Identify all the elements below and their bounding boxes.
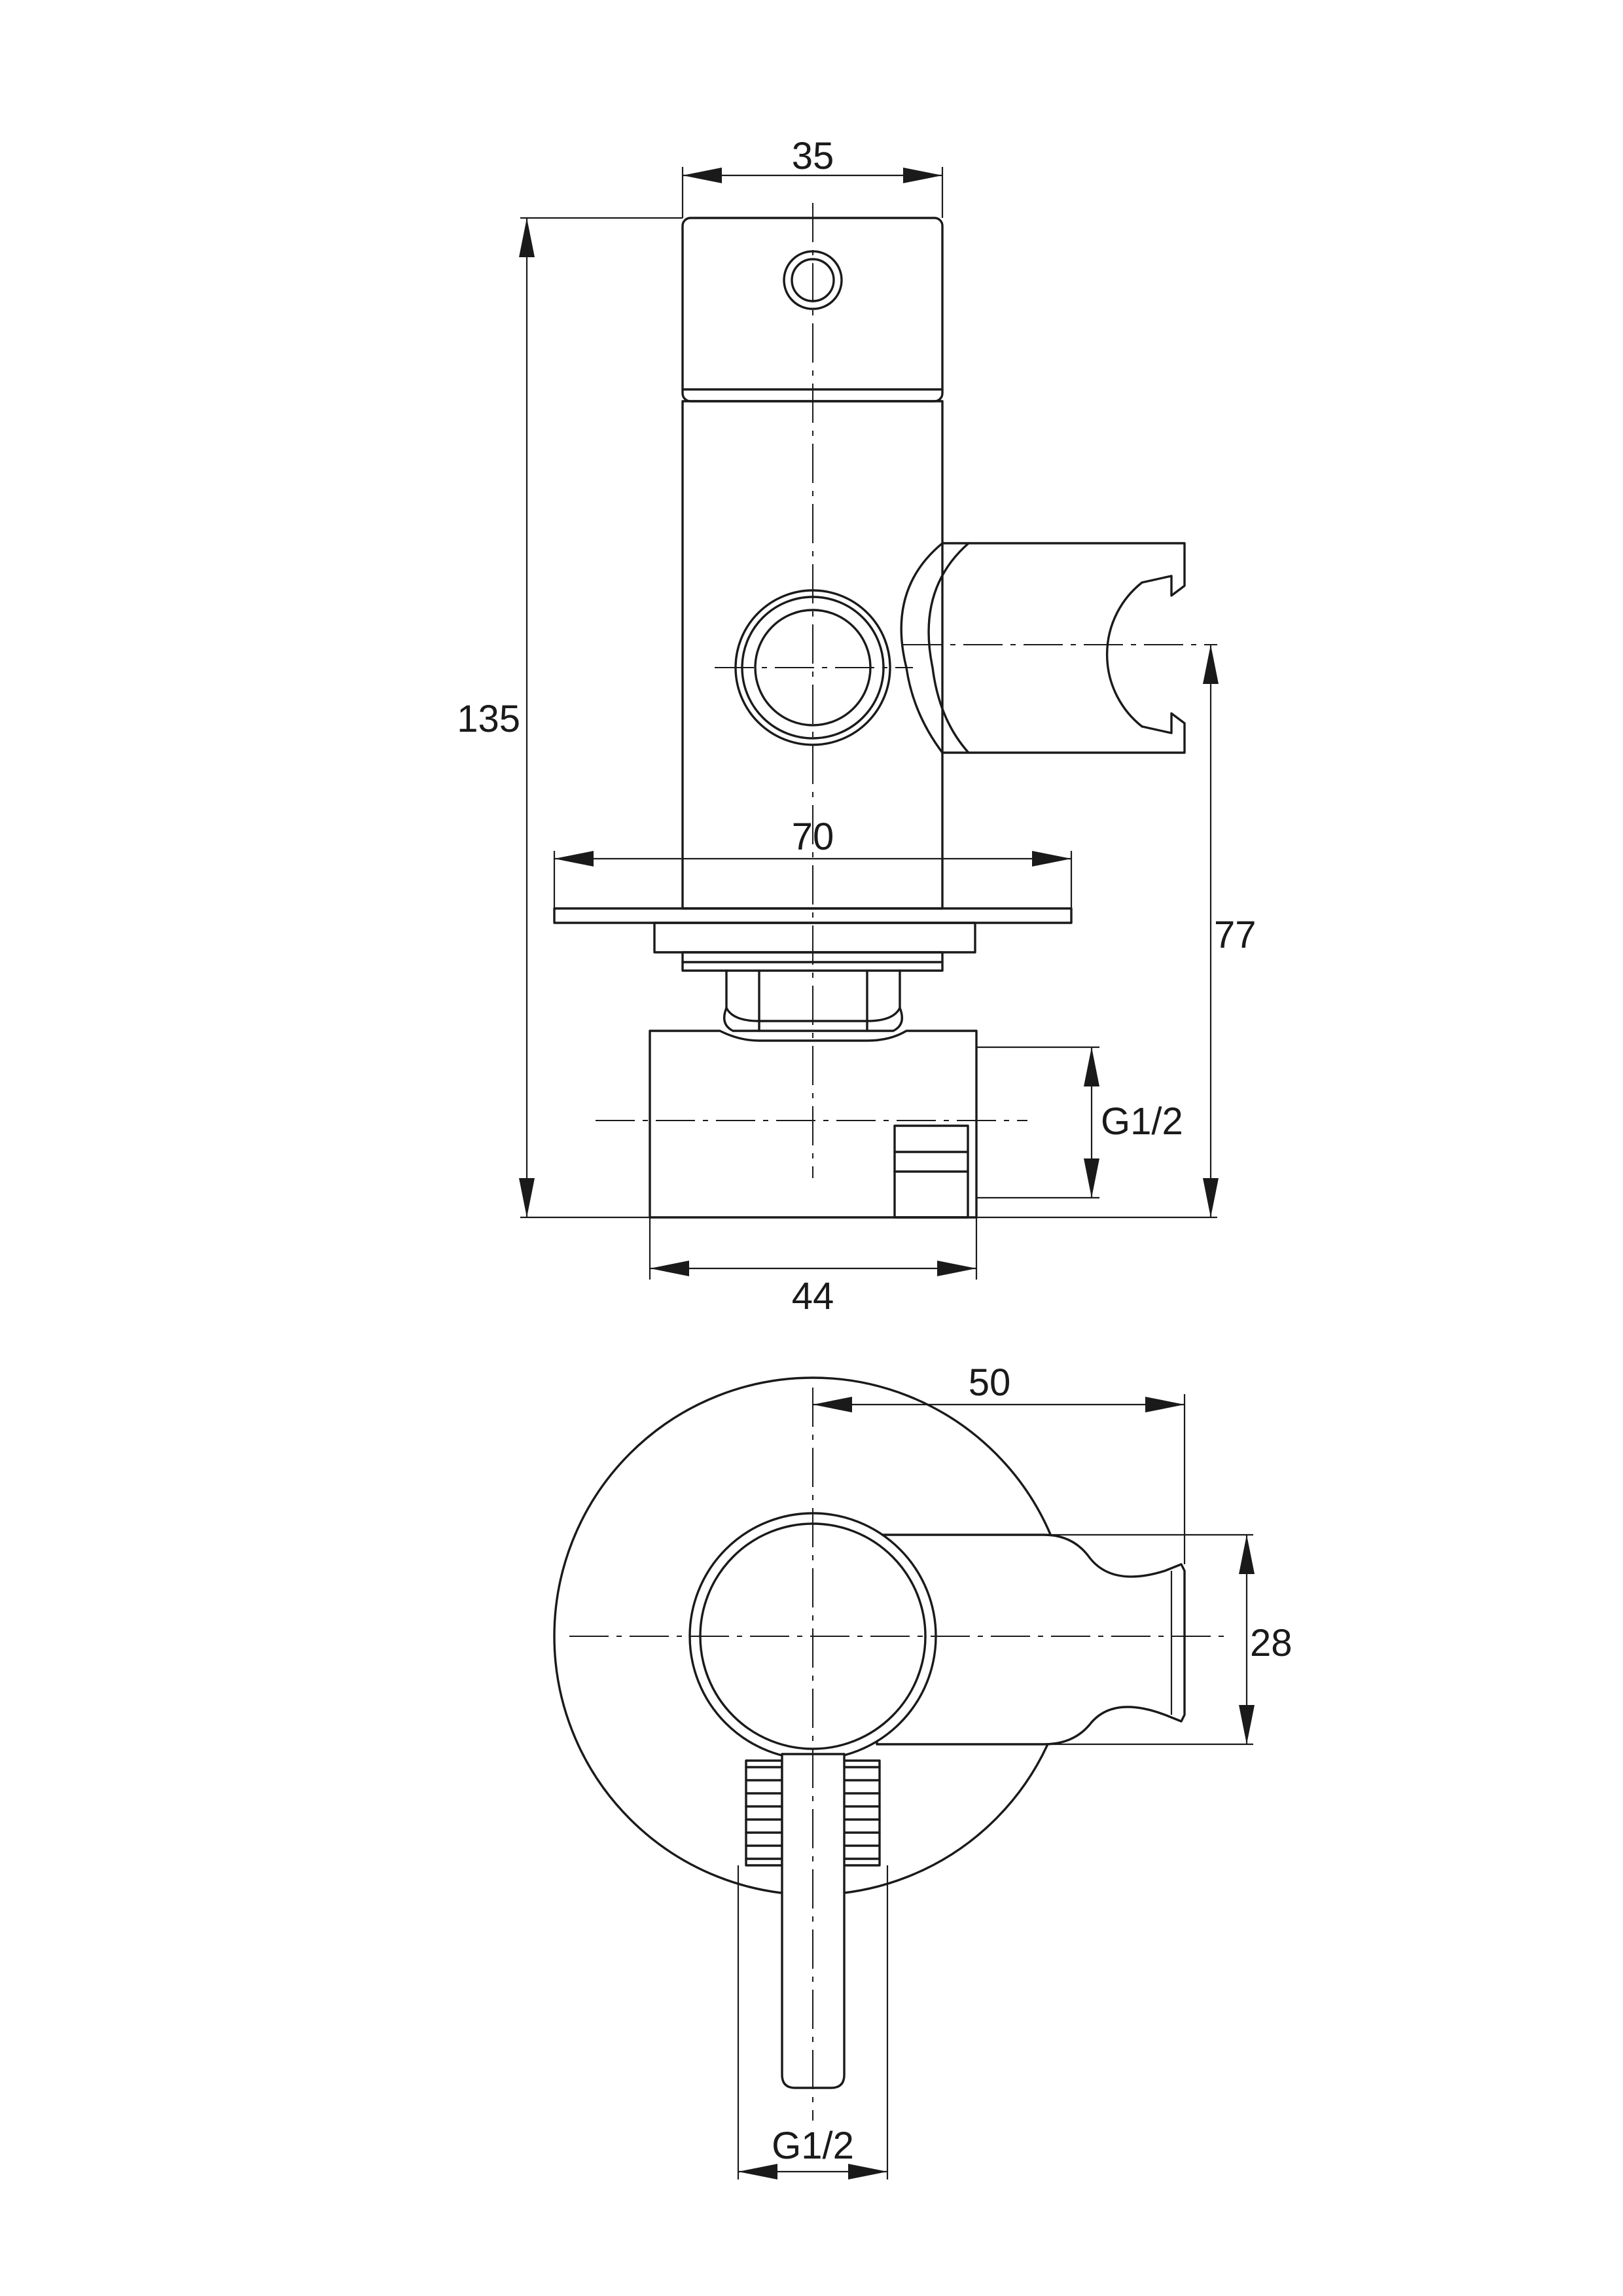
dim-total-height: 135	[457, 698, 520, 740]
top-holder	[876, 1534, 1186, 1746]
dim-thread: G1/2	[772, 2125, 854, 2167]
holder-bracket	[941, 542, 1186, 754]
valve-block	[649, 1030, 978, 1219]
dim-holder-reach: 50	[969, 1361, 1011, 1404]
dim-flange-width: 70	[792, 816, 834, 858]
top-view: 50 28 G1/2	[553, 1361, 1293, 2179]
dim-top-width: 35	[792, 135, 834, 177]
hex-neck	[723, 969, 903, 1032]
flange-nut	[653, 922, 976, 954]
dim-holder-width: 28	[1250, 1622, 1293, 1664]
dim-holder-height: 77	[1214, 914, 1257, 956]
dim-body-width: 44	[792, 1275, 834, 1318]
dim-inlet-thread: G1/2	[1101, 1100, 1183, 1143]
front-view: 35 135 70 77 G1/2 44	[457, 135, 1256, 1318]
